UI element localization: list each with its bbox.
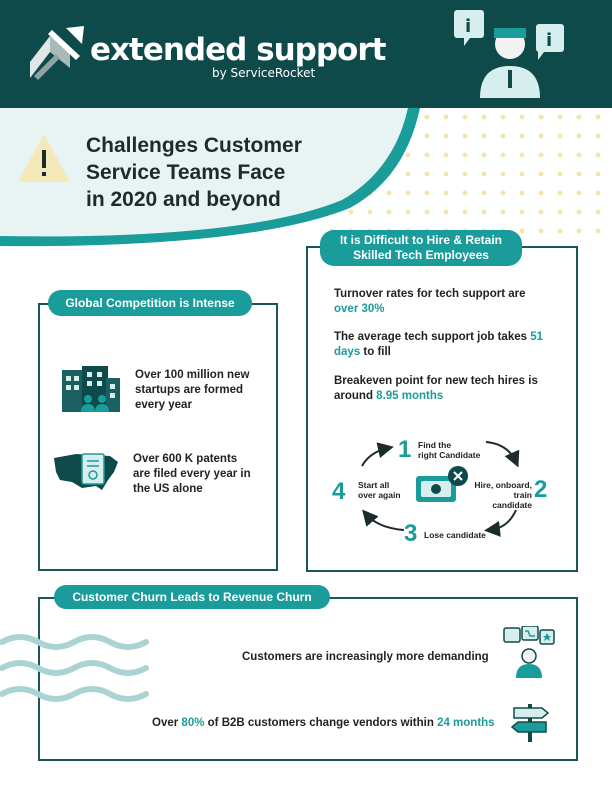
job-fill-stat-number: 51 [530,331,544,343]
startups-stat-line-2: startups are formed [135,384,244,396]
signpost-icon [510,704,550,742]
breakeven-stat: Breakeven point for new tech hires is ar… [334,374,538,404]
startups-stat: Over 100 million new startups are formed… [135,368,249,413]
logo-text: extended support [90,32,386,68]
cycle-step-2-number: 2 [534,476,548,503]
turnover-stat: Turnover rates for tech support are over… [334,287,526,317]
cycle-step-1-line-1: Find the [418,440,452,450]
hire-retain-heading-line-2: Skilled Tech Employees [353,248,489,262]
cycle-step-1-line-2: right Candidate [418,450,481,460]
wave-decoration [0,634,149,702]
vendor-change-stat: Over 80% of B2B customers change vendors… [152,716,495,731]
job-fill-stat-days: days [334,346,361,358]
global-competition-heading: Global Competition is Intense [48,290,252,316]
customer-churn-heading: Customer Churn Leads to Revenue Churn [54,585,330,609]
cycle-step-3-number: 3 [404,520,418,547]
cycle-step-4-number: 4 [332,478,346,505]
patents-stat-line-2: are filed every year in [133,468,251,480]
vendor-change-prefix: Over [152,717,182,729]
patents-stat-line-1: Over 600 K patents [133,453,238,465]
vendor-change-months: 24 months [437,717,495,729]
page-title-line-1: Challenges Customer [86,134,302,157]
cycle-step-4-label: Start all over again [358,480,401,500]
warning-icon [18,134,70,182]
cycle-step-2-line-1: Hire, onboard, [474,480,532,490]
us-map-patent-icon [54,453,118,490]
startups-stat-line-3: every year [135,399,192,411]
page-title-line-3: in 2020 and beyond [86,188,281,211]
logo-subtitle: by ServiceRocket [212,66,316,80]
page-title-line-2: Service Teams Face [86,161,286,184]
patents-stat-line-3: the US alone [133,483,203,495]
demanding-customers-text: Customers are increasingly more demandin… [242,651,489,663]
breakeven-stat-prefix: around [334,390,377,402]
cycle-step-1-label: Find the right Candidate [418,440,480,460]
svg-text:i: i [546,30,552,51]
breakeven-stat-text: Breakeven point for new tech hires is [334,375,538,387]
job-fill-stat-suffix: to fill [360,346,391,358]
global-competition-panel [38,303,278,571]
turnover-stat-value: over 30% [334,303,385,315]
vendor-change-percent: 80% [181,717,205,729]
page-title: Challenges Customer Service Teams Face i… [86,132,302,213]
cycle-step-4-line-2: over again [358,490,401,500]
cycle-step-2-label: Hire, onboard, train candidate [474,480,532,510]
vendor-change-middle: of B2B customers change vendors within [204,717,438,729]
startups-stat-line-1: Over 100 million new [135,369,250,381]
hiring-cycle-arrows [361,441,520,537]
hire-retain-heading: It is Difficult to Hire & Retain Skilled… [320,230,522,266]
cycle-step-2-line-2: train candidate [492,490,532,510]
support-agent-icon: i i [454,10,564,98]
breakeven-stat-value: 8.95 months [376,390,444,402]
cycle-step-3-label: Lose candidate [424,530,486,540]
cycle-step-1-number: 1 [398,436,412,463]
turnover-stat-text: Turnover rates for tech support are [334,288,526,300]
hire-retain-heading-line-1: It is Difficult to Hire & Retain [339,233,502,247]
job-fill-stat: The average tech support job takes 51 da… [334,330,564,360]
job-fill-stat-text: The average tech support job takes [334,331,528,343]
extended-support-logo-icon [30,26,84,80]
patents-stat: Over 600 K patents are filed every year … [133,452,251,497]
cycle-step-4-line-1: Start all [358,480,390,490]
svg-text:i: i [465,16,471,37]
customer-feedback-icon [503,626,555,678]
office-building-icon [62,366,120,412]
title-banner-background [0,108,612,247]
money-remove-icon [416,466,468,502]
